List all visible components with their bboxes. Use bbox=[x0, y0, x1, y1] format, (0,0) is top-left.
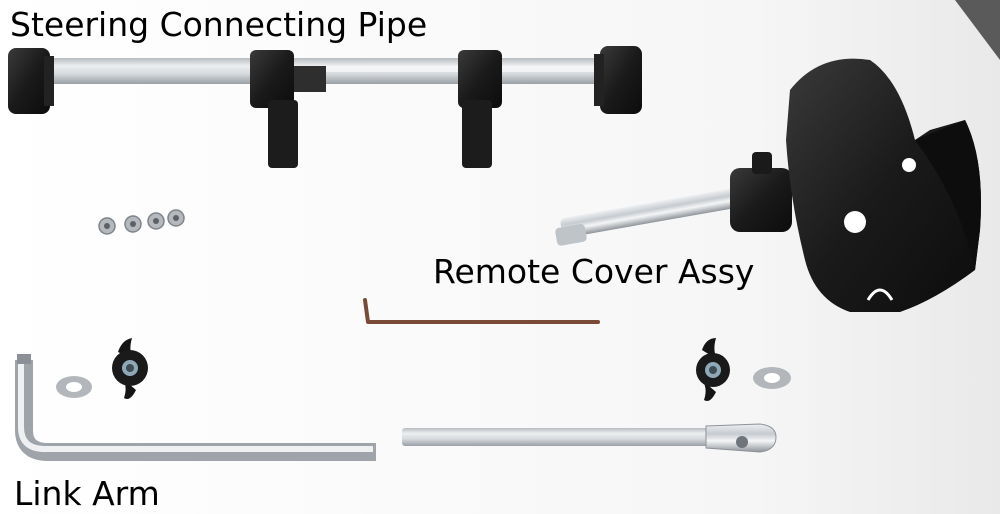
wing-nut-left bbox=[112, 338, 148, 399]
wing-nut-right bbox=[696, 338, 730, 401]
washer-left bbox=[56, 376, 92, 398]
remote-cover-assy-label: Remote Cover Assy bbox=[433, 252, 755, 291]
link-arm bbox=[15, 354, 777, 461]
steering-connecting-pipe bbox=[8, 46, 642, 168]
link-arm-label: Link Arm bbox=[14, 474, 160, 513]
screws bbox=[98, 209, 185, 235]
corner-shadow bbox=[955, 0, 1000, 60]
washer-right bbox=[753, 367, 791, 389]
remote-cover-assy bbox=[555, 58, 981, 312]
steering-connecting-pipe-label: Steering Connecting Pipe bbox=[10, 5, 428, 44]
hex-key bbox=[363, 298, 600, 324]
